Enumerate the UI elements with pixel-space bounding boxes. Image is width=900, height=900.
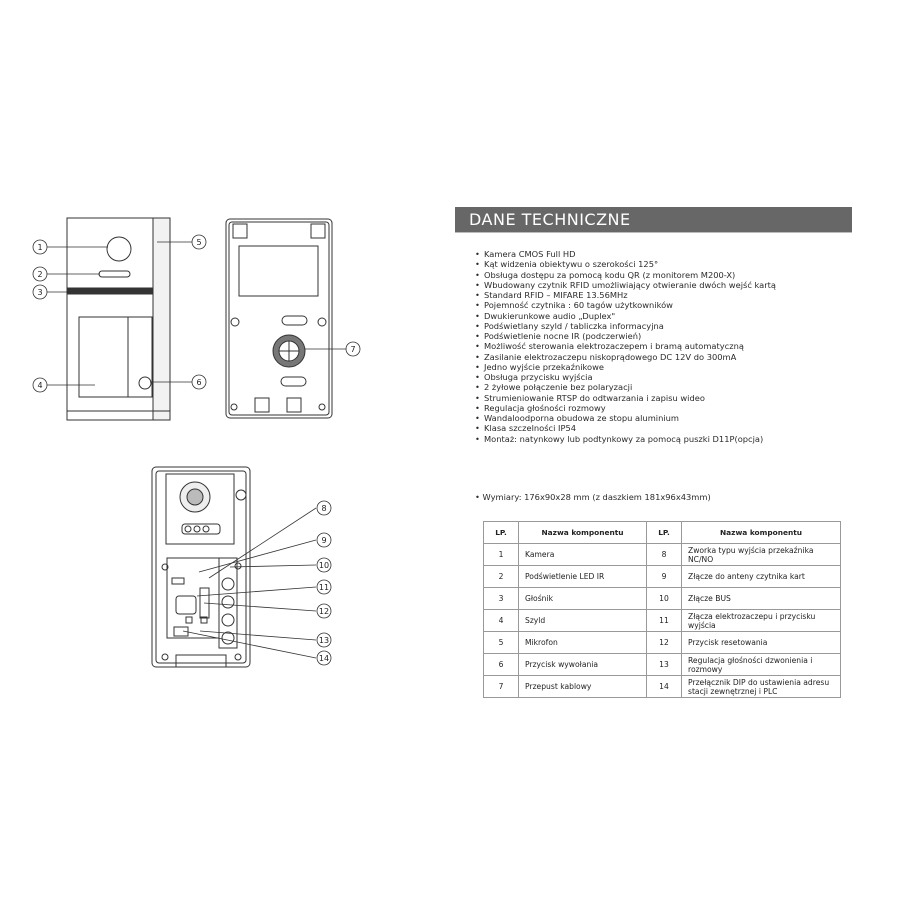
components-table: LP. Nazwa komponentu LP. Nazwa komponent…	[483, 521, 841, 698]
table-cell: Regulacja głośności dzwonienia i rozmowy	[681, 653, 841, 676]
table-cell: 2	[483, 565, 519, 588]
callout-numbers: 1 2 3 4 5 6 7 8 9 10 11 12 13 14	[37, 238, 355, 663]
callout-8: 8	[321, 504, 326, 513]
callout-10: 10	[319, 561, 329, 570]
table-cell: Przycisk wywołania	[518, 653, 647, 676]
callout-3: 3	[37, 288, 42, 297]
table-cell: Złącze do anteny czytnika kart	[681, 565, 841, 588]
table-cell: 5	[483, 631, 519, 654]
section-title: DANE TECHNICZNE	[469, 210, 631, 229]
spec-item: Kamera CMOS Full HD	[475, 249, 855, 260]
table-row: 6 Przycisk wywołania 13 Regulacja głośno…	[483, 653, 841, 676]
dimensions-text: Wymiary: 176x90x28 mm (z daszkiem 181x96…	[475, 492, 711, 502]
spec-list: Kamera CMOS Full HD Kąt widzenia obiekty…	[475, 249, 855, 444]
callout-9: 9	[321, 536, 326, 545]
table-cell: 4	[483, 609, 519, 632]
table-cell: Przepust kablowy	[518, 675, 647, 698]
callout-4: 4	[37, 381, 42, 390]
table-row: 1 Kamera 8 Zworka typu wyjścia przekaźni…	[483, 543, 841, 566]
table-cell: Przycisk resetowania	[681, 631, 841, 654]
front-panel-drawing	[66, 217, 171, 421]
table-cell: 3	[483, 587, 519, 610]
callout-1: 1	[37, 243, 42, 252]
table-row: 4 Szyld 11 Złącza elektrozaczepu i przyc…	[483, 609, 841, 632]
table-row: 2 Podświetlenie LED IR 9 Złącze do anten…	[483, 565, 841, 588]
table-header: LP.	[646, 521, 682, 544]
section-header: DANE TECHNICZNE	[455, 207, 852, 233]
table-cell: 12	[646, 631, 682, 654]
table-cell: 13	[646, 653, 682, 676]
table-cell: Zworka typu wyjścia przekaźnika NC/NO	[681, 543, 841, 566]
table-header: LP.	[483, 521, 519, 544]
callout-11: 11	[319, 583, 329, 592]
spec-item: Obsługa przycisku wyjścia	[475, 372, 855, 383]
header-underline	[455, 232, 852, 233]
spec-item: Podświetlany szyld / tabliczka informacy…	[475, 321, 855, 332]
spec-item: Regulacja głośności rozmowy	[475, 403, 855, 414]
spec-item: Strumieniowanie RTSP do odtwarzania i za…	[475, 393, 855, 404]
callout-13: 13	[319, 636, 329, 645]
spec-item: Kąt widzenia obiektywu o szerokości 125°	[475, 259, 855, 270]
table-cell: Przełącznik DIP do ustawienia adresu sta…	[681, 675, 841, 698]
back-panel-drawing	[225, 218, 333, 419]
spec-item: Klasa szczelności IP54	[475, 423, 855, 434]
spec-item: Montaż: natynkowy lub podtynkowy za pomo…	[475, 434, 855, 445]
callout-6: 6	[196, 378, 201, 387]
spec-item: Wandaloodporna obudowa ze stopu aluminiu…	[475, 413, 855, 424]
table-cell: 6	[483, 653, 519, 676]
table-cell: 7	[483, 675, 519, 698]
spec-item: Dwukierunkowe audio „Duplex"	[475, 311, 855, 322]
spec-item: Możliwość sterowania elektrozaczepem i b…	[475, 341, 855, 352]
table-cell: Szyld	[518, 609, 647, 632]
callout-12: 12	[319, 607, 329, 616]
table-cell: 14	[646, 675, 682, 698]
table-cell: Głośnik	[518, 587, 647, 610]
spec-item: Obsługa dostępu za pomocą kodu QR (z mon…	[475, 270, 855, 281]
spec-item: Standard RFID – MIFARE 13.56MHz	[475, 290, 855, 301]
table-header-row: LP. Nazwa komponentu LP. Nazwa komponent…	[483, 521, 841, 544]
table-row: 5 Mikrofon 12 Przycisk resetowania	[483, 631, 841, 654]
callout-5: 5	[196, 238, 201, 247]
spec-item: Zasilanie elektrozaczepu niskoprądowego …	[475, 352, 855, 363]
table-cell: Podświetlenie LED IR	[518, 565, 647, 588]
table-cell: 11	[646, 609, 682, 632]
spec-item: Pojemność czytnika : 60 tagów użytkownik…	[475, 300, 855, 311]
table-cell: Złącze BUS	[681, 587, 841, 610]
table-header: Nazwa komponentu	[518, 521, 647, 544]
callout-circles	[32, 234, 361, 666]
spec-item: Jedno wyjście przekaźnikowe	[475, 362, 855, 373]
table-row: 7 Przepust kablowy 14 Przełącznik DIP do…	[483, 675, 841, 698]
table-cell: Złącza elektrozaczepu i przycisku wyjści…	[681, 609, 841, 632]
table-cell: Kamera	[518, 543, 647, 566]
callout-leaders	[47, 241, 346, 659]
table-cell: 10	[646, 587, 682, 610]
callout-14: 14	[319, 654, 329, 663]
internal-board-drawing	[151, 466, 251, 668]
spec-item: Podświetlenie nocne IR (podczerwień)	[475, 331, 855, 342]
table-cell: 9	[646, 565, 682, 588]
table-cell: 8	[646, 543, 682, 566]
callout-7: 7	[350, 345, 355, 354]
table-cell: Mikrofon	[518, 631, 647, 654]
table-row: 3 Głośnik 10 Złącze BUS	[483, 587, 841, 610]
spec-item: 2 żyłowe połączenie bez polaryzacji	[475, 382, 855, 393]
callout-2: 2	[37, 270, 42, 279]
table-cell: 1	[483, 543, 519, 566]
spec-item: Wbudowany czytnik RFID umożliwiający otw…	[475, 280, 855, 291]
table-header: Nazwa komponentu	[681, 521, 841, 544]
